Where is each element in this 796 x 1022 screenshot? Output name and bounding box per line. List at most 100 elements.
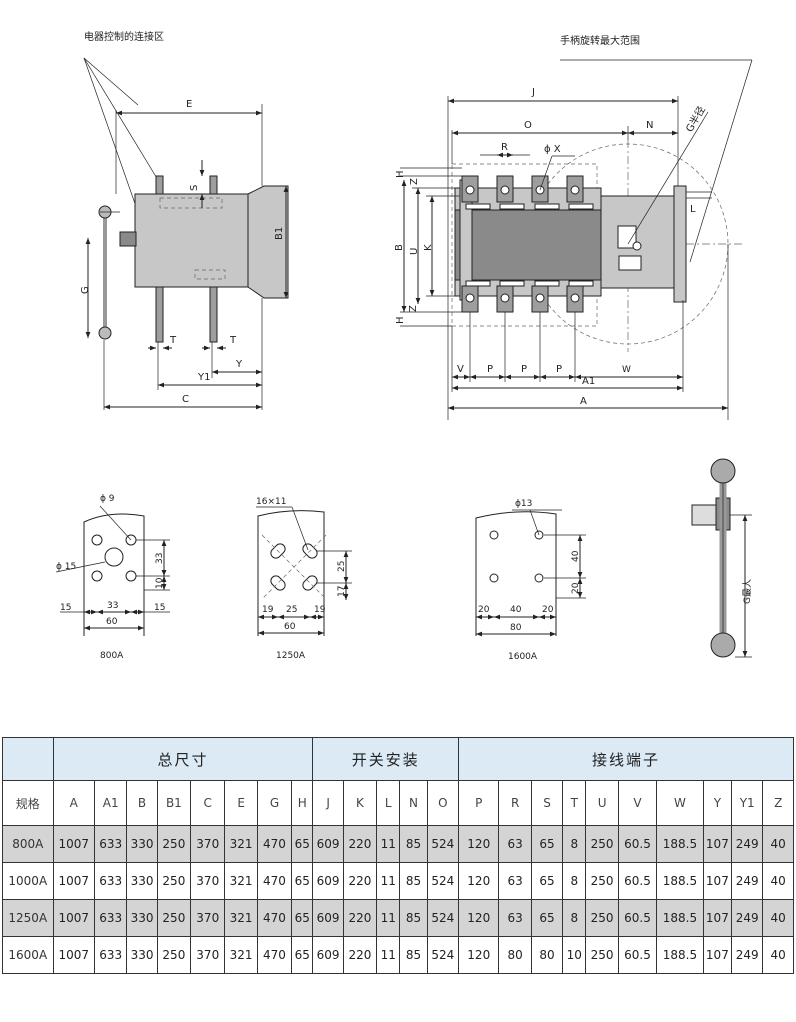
table-cell: 370 xyxy=(190,862,226,900)
table-cell: 63 xyxy=(498,899,532,937)
d800-v1: 33 xyxy=(155,553,165,564)
d1600-h2: 40 xyxy=(510,605,522,615)
dim-Y1: Y1 xyxy=(197,372,210,383)
dim-W: W xyxy=(622,365,631,375)
table-cell: 188.5 xyxy=(656,825,704,863)
dim-A: A xyxy=(580,396,587,407)
column-header: Y xyxy=(702,780,733,826)
dim-O: O xyxy=(524,120,532,131)
d1250-h2: 25 xyxy=(286,605,297,615)
d1600-title: 1600A xyxy=(508,652,538,662)
table-cell: 470 xyxy=(256,862,293,900)
d800-h3: 15 xyxy=(154,603,165,613)
table-cell: 107 xyxy=(702,899,733,937)
table-cell: 107 xyxy=(702,825,733,863)
column-header: W xyxy=(656,780,704,826)
table-cell: 188.5 xyxy=(656,936,704,974)
table-cell: 11 xyxy=(376,862,401,900)
d1250-h3: 19 xyxy=(314,605,326,615)
d1250-v1: 25 xyxy=(337,561,347,572)
table-cell: 80 xyxy=(498,936,532,974)
group-terminals: 接线端子 xyxy=(458,737,794,781)
table-cell: 85 xyxy=(399,936,428,974)
dim-H-bottom: H xyxy=(395,316,406,324)
table-cell: 40 xyxy=(762,862,794,900)
detail-1250a: 16×11 25 17 19 25 19 60 1250A xyxy=(256,497,352,661)
d800-hole-small: ϕ 9 xyxy=(100,494,115,504)
table-cell: 250 xyxy=(156,862,192,900)
table-cell: 470 xyxy=(256,825,293,863)
table-cell: 609 xyxy=(312,899,344,937)
switch-middle-band xyxy=(454,209,602,281)
d800-title: 800A xyxy=(100,651,124,661)
table-cell: 65 xyxy=(291,899,314,937)
table-cell: 633 xyxy=(94,936,128,974)
table-cell: 60.5 xyxy=(617,936,658,974)
table-cell: 609 xyxy=(312,936,344,974)
table-cell: 120 xyxy=(458,936,500,974)
detail-800a: ϕ 9 ϕ 15 33 10 15 33 15 60 800A xyxy=(55,494,170,661)
column-header: J xyxy=(312,780,344,826)
table-cell: 65 xyxy=(291,825,314,863)
d800-h1: 15 xyxy=(60,603,71,613)
table-cell: 107 xyxy=(702,862,733,900)
dim-R: R xyxy=(501,142,508,153)
d1250-total: 60 xyxy=(284,622,296,632)
handle-range-label: 手柄旋转最大范围 xyxy=(560,34,640,47)
d1600-hole: ϕ13 xyxy=(515,499,532,509)
group-overall: 总尺寸 xyxy=(52,737,314,781)
table-cell: 633 xyxy=(94,899,128,937)
table-cell: 60.5 xyxy=(617,899,658,937)
dim-P-3: P xyxy=(556,364,562,375)
dim-S: S xyxy=(189,185,200,191)
table-cell: 249 xyxy=(731,899,764,937)
dim-L: L xyxy=(690,204,696,215)
table-cell: 249 xyxy=(731,825,764,863)
dim-Z-top: Z xyxy=(409,178,420,185)
dim-G: G xyxy=(80,286,91,294)
column-header: L xyxy=(376,780,401,826)
dim-B: B xyxy=(394,244,405,251)
table-cell: 40 xyxy=(762,899,794,937)
table-cell: 107 xyxy=(702,936,733,974)
table-cell: 65 xyxy=(291,862,314,900)
table-cell: 80 xyxy=(530,936,564,974)
table-cell: 470 xyxy=(256,936,293,974)
table-cell: 40 xyxy=(762,936,794,974)
table-cell: 250 xyxy=(156,936,192,974)
table-cell: 1007 xyxy=(52,825,96,863)
table-cell: 250 xyxy=(156,899,192,937)
table-cell: 370 xyxy=(190,825,226,863)
table-cell: 65 xyxy=(291,936,314,974)
d800-v2: 10 xyxy=(155,577,165,589)
table-cell: 220 xyxy=(342,936,378,974)
row-spec-label: 1250A xyxy=(2,899,54,937)
column-header: O xyxy=(426,780,460,826)
row-spec-label: 1000A xyxy=(2,862,54,900)
dim-P-1: P xyxy=(487,364,493,375)
table-cell: 330 xyxy=(126,936,158,974)
table-cell: 11 xyxy=(376,936,401,974)
column-header: U xyxy=(585,780,619,826)
table-cell: 249 xyxy=(731,862,764,900)
technical-drawing: 电器控制的连接区 E S B1 G xyxy=(55,30,753,662)
d1600-v1: 40 xyxy=(571,550,581,562)
column-header: 规格 xyxy=(2,780,54,826)
table-cell: 633 xyxy=(94,825,128,863)
table-cell: 188.5 xyxy=(656,862,704,900)
table-cell: 321 xyxy=(224,899,258,937)
handle-shaft xyxy=(119,231,137,247)
group-empty xyxy=(2,737,54,781)
row-spec-label: 1600A xyxy=(2,936,54,974)
side-view: 电器控制的连接区 E S B1 G xyxy=(80,30,289,410)
table-cell: 60.5 xyxy=(617,862,658,900)
top-terminals xyxy=(461,175,594,210)
table-cell: 8 xyxy=(562,862,587,900)
row-spec-label: 800A xyxy=(2,825,54,863)
group-header-row: 总尺寸 开关安装 接线端子 xyxy=(2,737,794,781)
